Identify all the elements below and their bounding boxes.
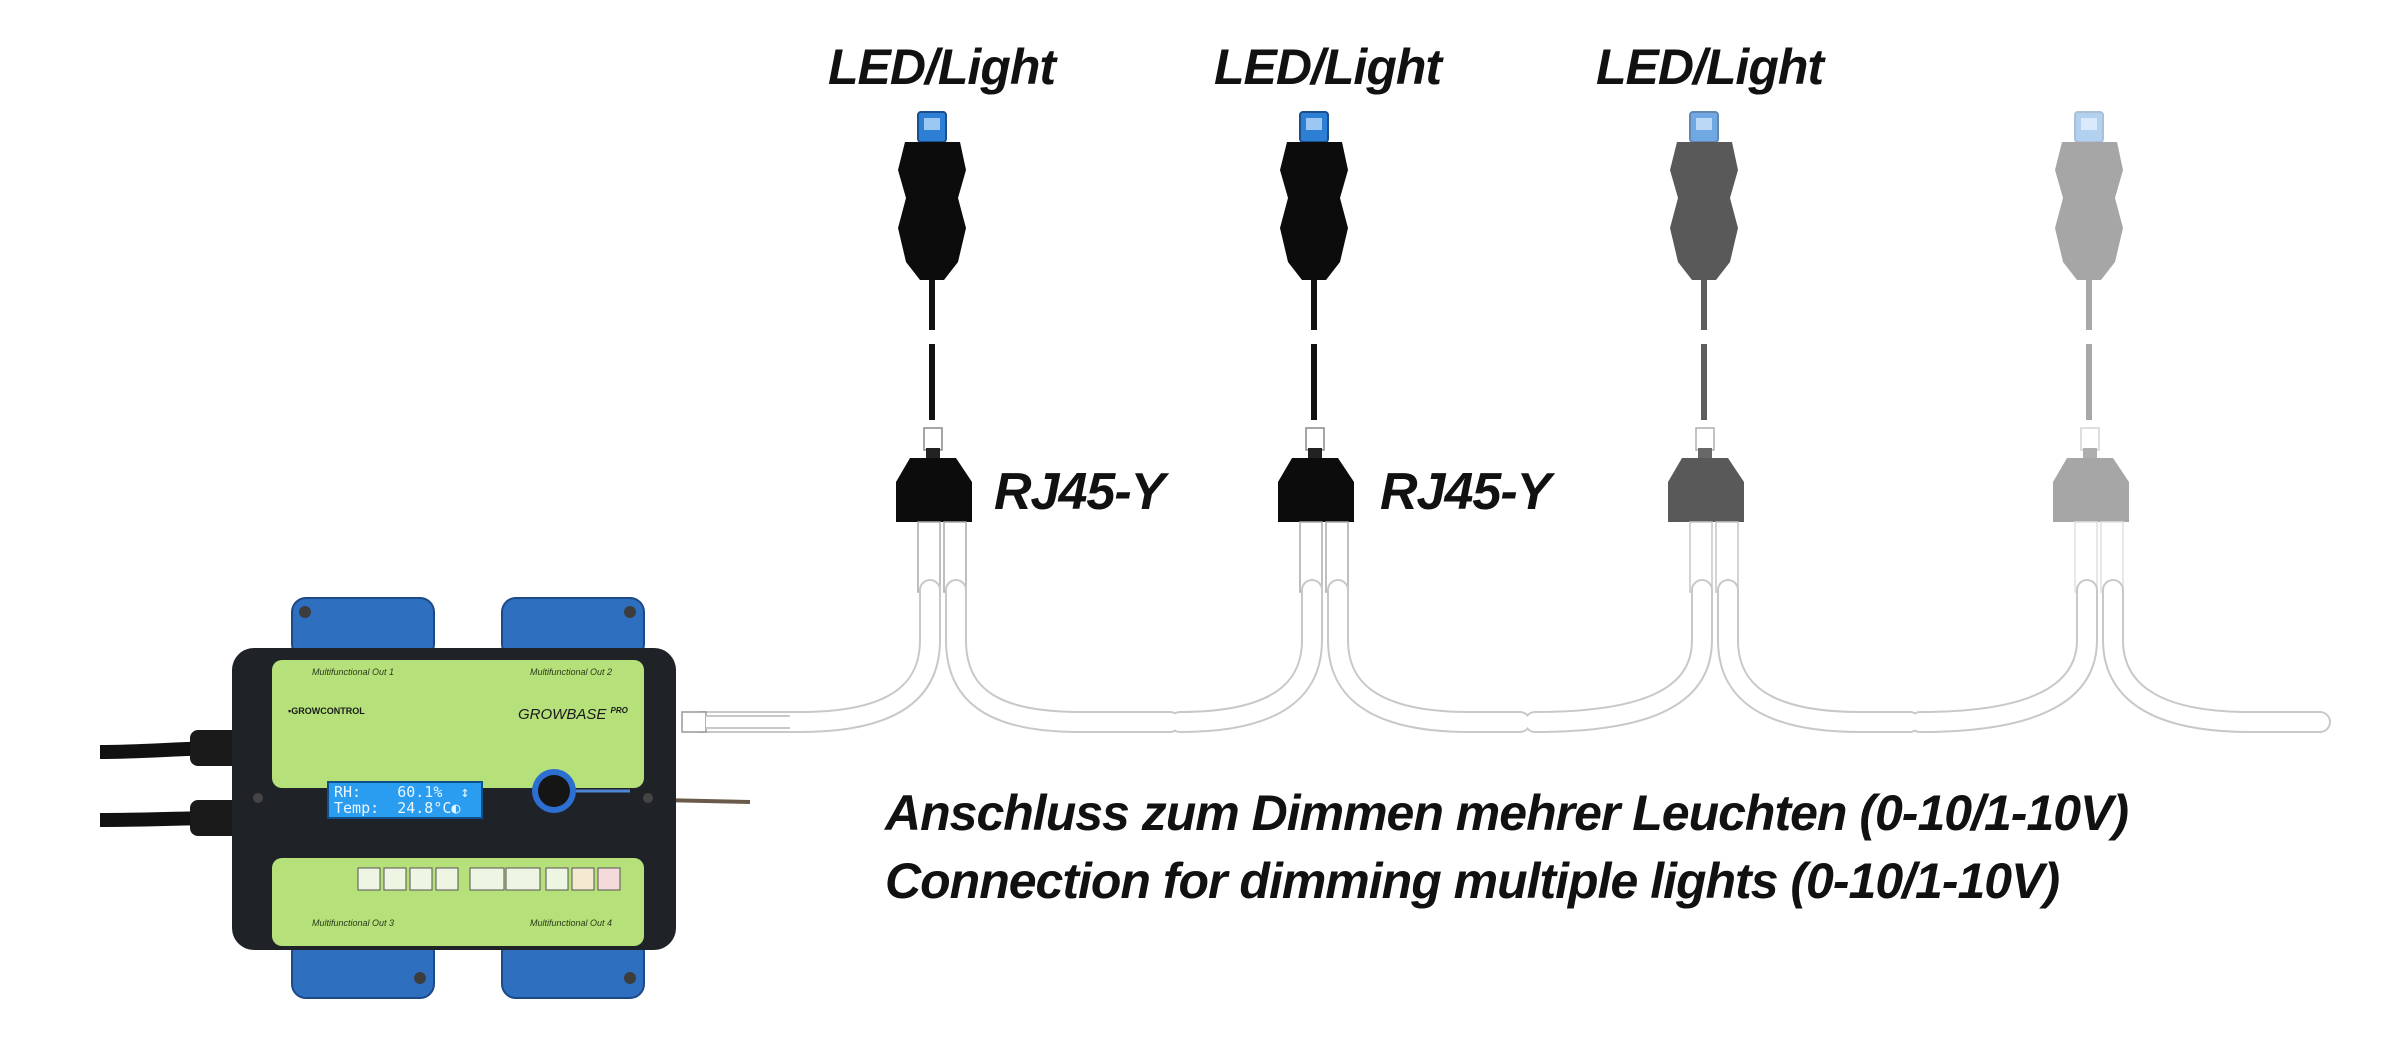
model-name: GROWBASE PRO xyxy=(518,706,628,723)
output-label-4: Multifunctional Out 4 xyxy=(530,918,613,928)
output-label-1: Multifunctional Out 1 xyxy=(312,667,395,677)
brand-logo: ▪GROWCONTROL xyxy=(288,706,365,716)
led-connector-2 xyxy=(1280,111,1348,420)
led-light-label-2: LED/Light xyxy=(1214,39,1442,95)
socket-top-right xyxy=(501,597,645,659)
rj45-splitter-1 xyxy=(896,427,972,593)
rj45-splitter-3 xyxy=(1668,427,1744,593)
rj45-splitter-2 xyxy=(1278,427,1354,593)
power-cords xyxy=(99,730,242,836)
rj45-splitter-4 xyxy=(2053,427,2129,593)
rj45-label-2: RJ45-Y xyxy=(1380,463,1551,521)
network-cables xyxy=(689,579,2331,733)
led-connector-3 xyxy=(1670,111,1738,420)
growbase-controller xyxy=(232,597,676,999)
rj45-label-1: RJ45-Y xyxy=(994,463,1165,521)
icon-strip xyxy=(357,867,621,891)
lcd-display xyxy=(327,781,483,819)
control-knob xyxy=(532,769,630,813)
caption-german: Anschluss zum Dimmen mehrer Leuchten (0-… xyxy=(885,785,2129,841)
socket-bottom-left xyxy=(291,937,435,999)
output-label-2: Multifunctional Out 2 xyxy=(530,667,613,677)
led-light-label-3: LED/Light xyxy=(1596,39,1824,95)
lcd-line-temperature: Temp: 24.8°C◐ xyxy=(334,799,461,817)
led-light-label-1: LED/Light xyxy=(828,39,1056,95)
led-connector-1 xyxy=(898,111,966,420)
output-label-3: Multifunctional Out 3 xyxy=(312,918,395,928)
socket-top-left xyxy=(291,597,435,659)
cable-from-controller xyxy=(681,711,790,733)
caption-english: Connection for dimming multiple lights (… xyxy=(885,853,2060,909)
lcd-line-humidity: RH: 60.1% ↕ xyxy=(334,783,470,801)
led-connector-4 xyxy=(2055,111,2123,420)
